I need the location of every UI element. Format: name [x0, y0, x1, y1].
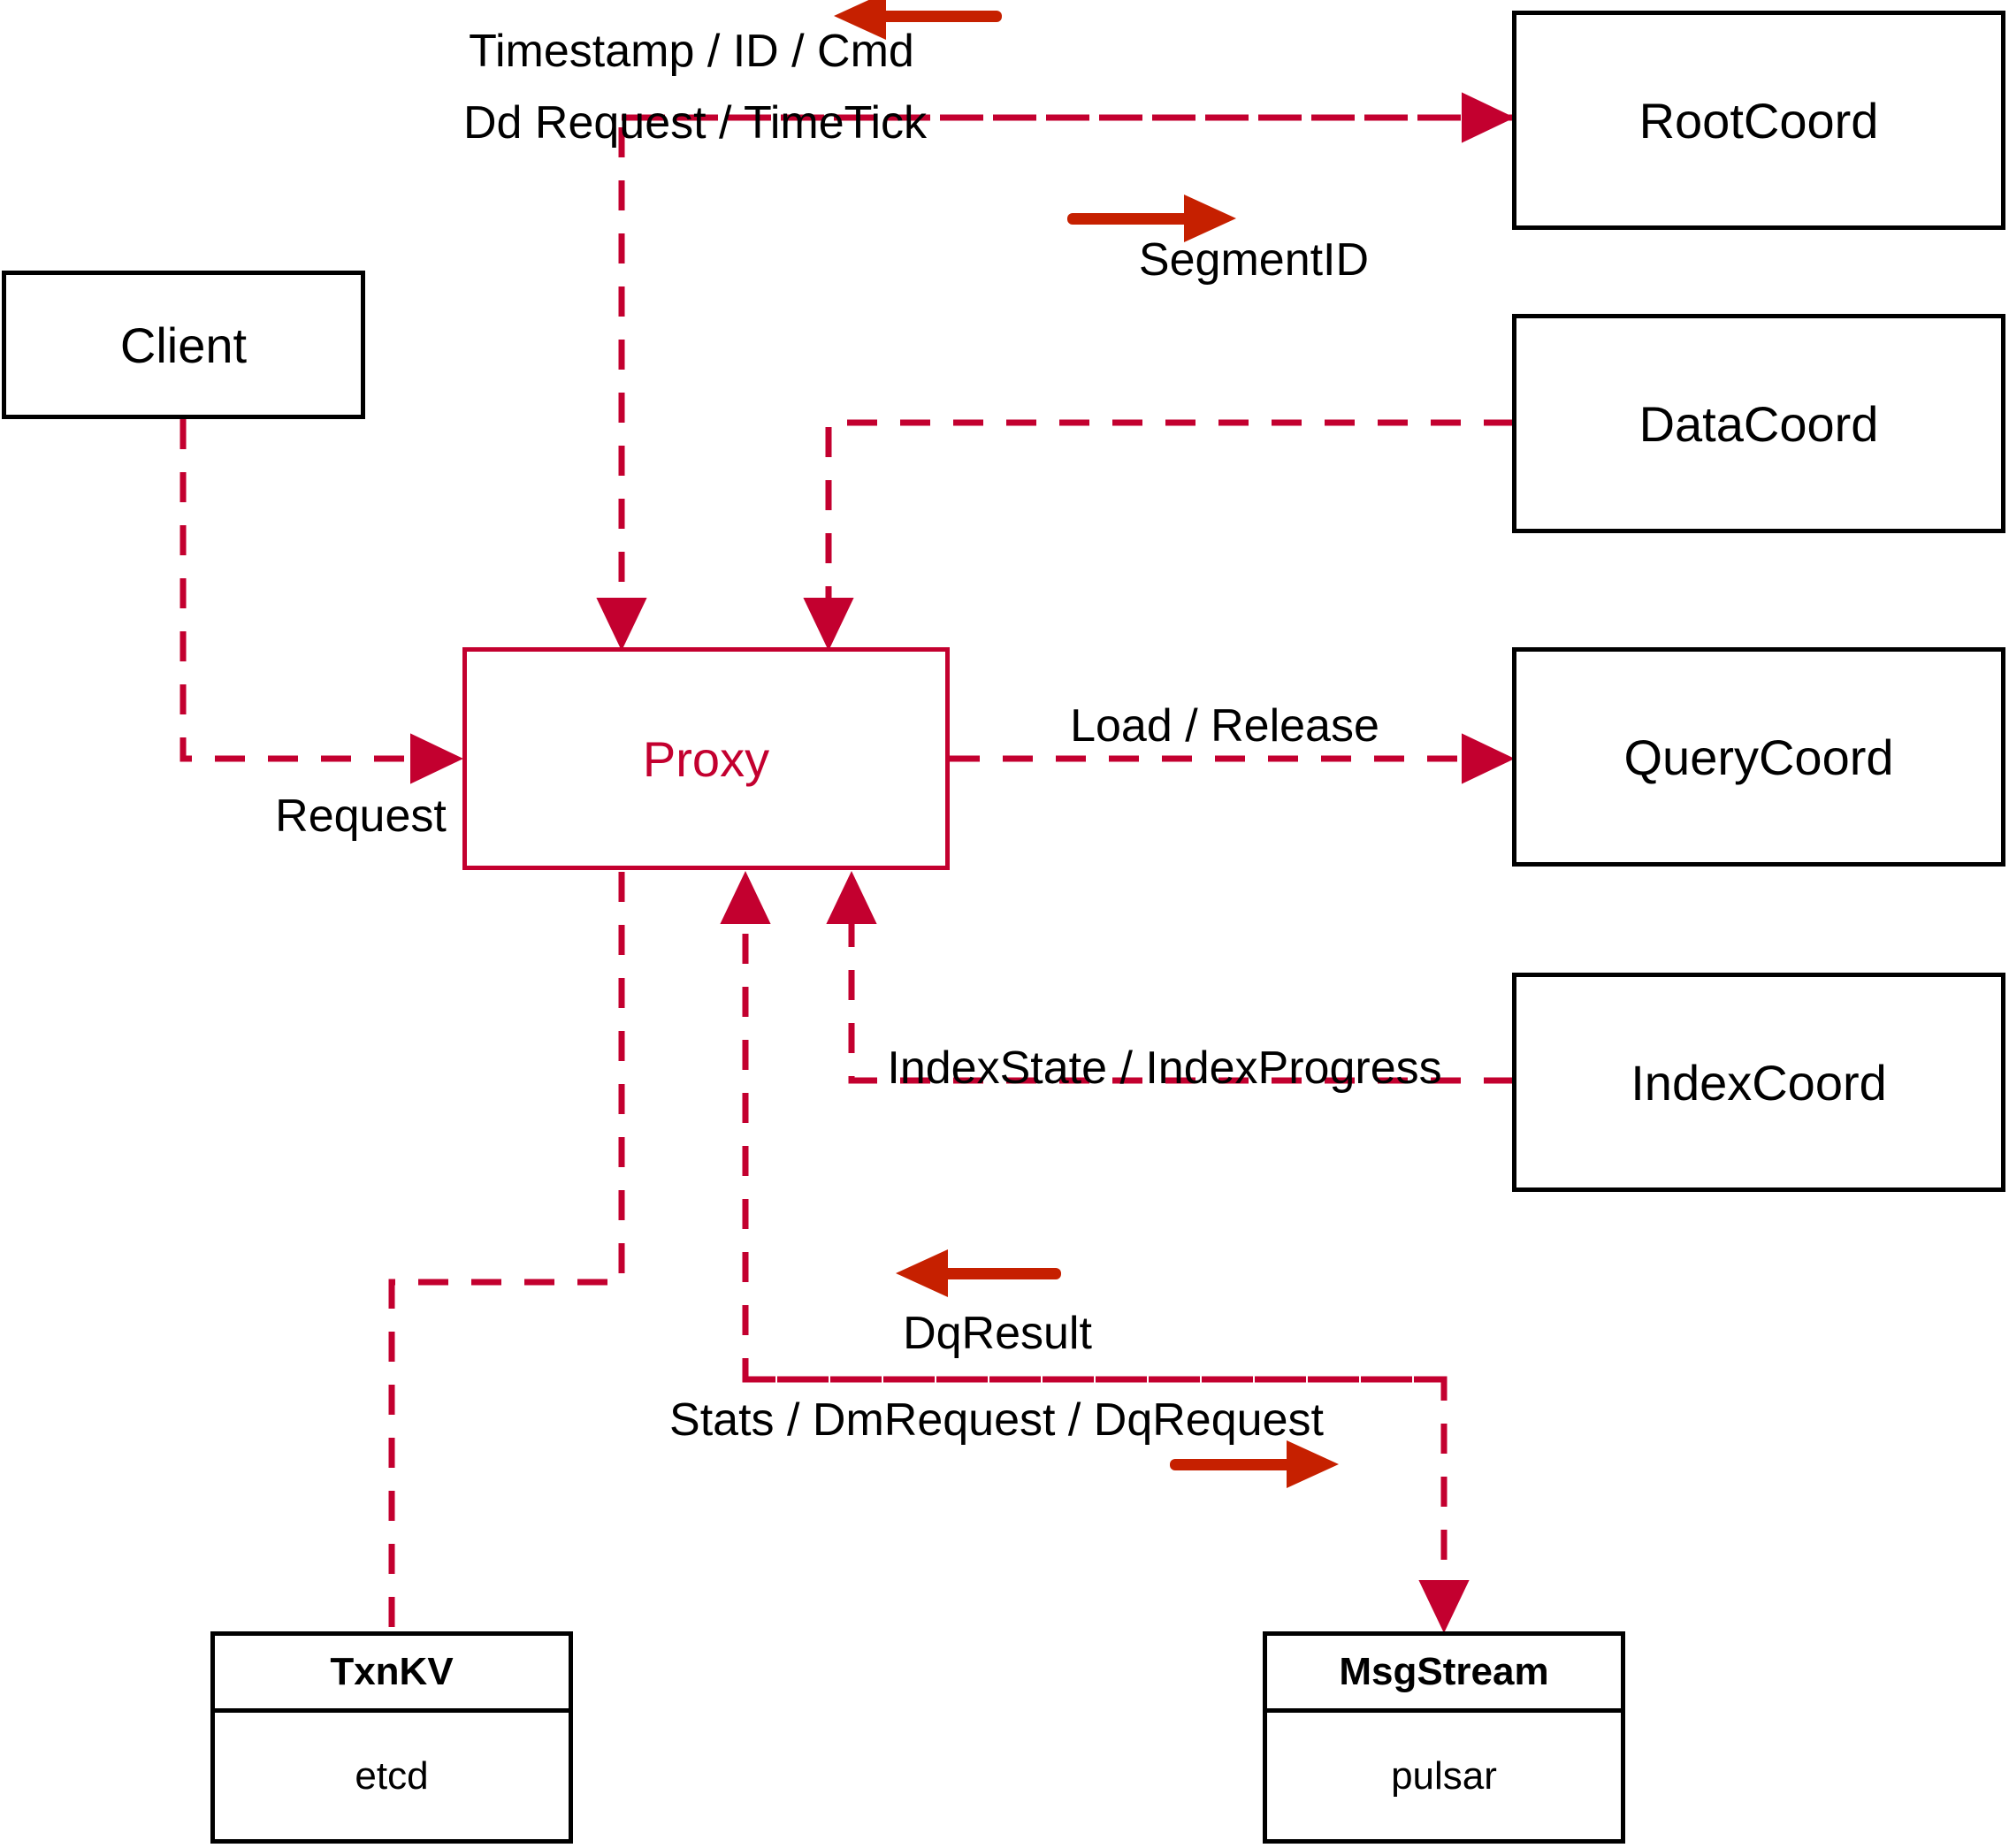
wire-msgstream-to-proxy	[720, 870, 1444, 1383]
edge-label-segmentid: SegmentID	[1138, 234, 1370, 286]
wire-rootcoord-to-proxy	[596, 114, 1514, 652]
arrow-dd-request-icon	[1067, 195, 1236, 242]
wire-datacoord-to-proxy	[803, 419, 1514, 652]
edge-label-dqresult: DqResult	[903, 1308, 1092, 1359]
edge-label-load-release: Load / Release	[1070, 700, 1379, 752]
node-msgstream-body: pulsar	[1391, 1753, 1497, 1798]
node-msgstream[interactable]: MsgStream pulsar	[1263, 1631, 1625, 1844]
wire-proxy-to-txnkv	[388, 872, 625, 1631]
arrow-stats-dmrequest-icon	[1170, 1440, 1339, 1488]
legend-arrow-group	[834, 0, 1339, 1488]
wire-client-to-proxy	[180, 419, 464, 784]
edge-label-request: Request	[275, 790, 447, 842]
node-datacoord-label: DataCoord	[1639, 395, 1879, 452]
edge-label-stats-dmrequest-dqrequest: Stats / DmRequest / DqRequest	[669, 1394, 1324, 1446]
node-rootcoord-label: RootCoord	[1639, 92, 1879, 149]
node-indexcoord[interactable]: IndexCoord	[1512, 973, 2005, 1192]
wire-proxy-to-msgstream	[745, 1376, 1470, 1634]
wire-indexcoord-to-proxy	[826, 870, 1514, 1084]
node-rootcoord[interactable]: RootCoord	[1512, 11, 2005, 230]
edge-label-indexstate-indexprogress: IndexState / IndexProgress	[887, 1042, 1442, 1094]
node-msgstream-header: MsgStream	[1267, 1636, 1621, 1713]
node-txnkv[interactable]: TxnKV etcd	[210, 1631, 573, 1844]
node-querycoord-label: QueryCoord	[1623, 729, 1894, 785]
node-proxy-label: Proxy	[642, 730, 770, 787]
node-indexcoord-label: IndexCoord	[1631, 1054, 1887, 1111]
node-client-label: Client	[119, 317, 248, 373]
node-querycoord[interactable]: QueryCoord	[1512, 647, 2005, 867]
arrow-timestamp-id-cmd-icon	[834, 0, 1002, 40]
node-txnkv-header: TxnKV	[215, 1636, 569, 1713]
node-client[interactable]: Client	[2, 271, 365, 419]
node-txnkv-body: etcd	[355, 1753, 429, 1798]
edge-label-dd-request-timetick: Dd Request / TimeTick	[462, 97, 928, 149]
node-datacoord[interactable]: DataCoord	[1512, 314, 2005, 533]
node-proxy[interactable]: Proxy	[462, 647, 950, 870]
edge-label-timestamp-id-cmd: Timestamp / ID / Cmd	[469, 26, 914, 77]
arrow-dqresult-icon	[896, 1249, 1061, 1297]
